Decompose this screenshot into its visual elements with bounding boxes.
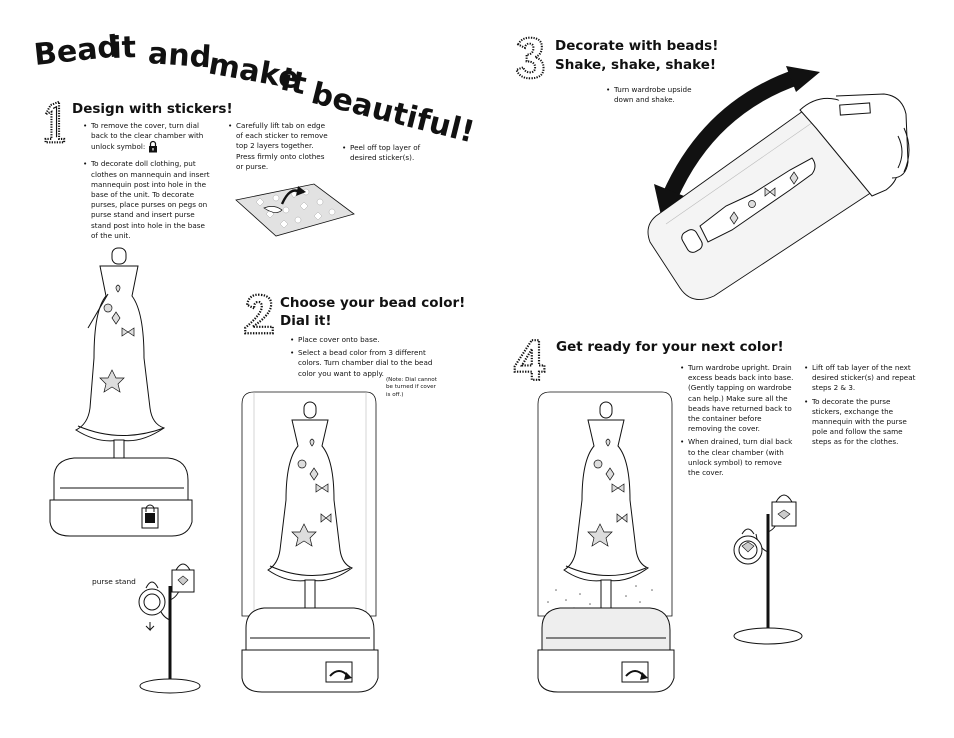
step-4-bullet-purse: To decorate the purse stickers, exchange…	[804, 397, 922, 448]
step-3-heading-line-2: Shake, shake, shake!	[555, 57, 717, 73]
step-4-instructions-col-2: Lift off tab layer of the next desired s…	[804, 363, 922, 451]
step-2-instructions: Place cover onto base. Select a bead col…	[290, 335, 440, 382]
step-2-bullet-select-color: Select a bead color from 3 different col…	[290, 348, 440, 379]
step-2-note: (Note: Dial cannot be turned if cover is…	[386, 377, 437, 398]
unlock-icon	[148, 141, 157, 153]
step-1-heading: Design with stickers!	[72, 101, 233, 117]
step-3-number-icon	[515, 36, 545, 80]
step-1-number-icon	[43, 100, 66, 144]
step-2-heading-line-1: Choose your bead color!	[280, 295, 466, 311]
step-1-bullet-remove-cover: To remove the cover, turn dial back to t…	[83, 121, 213, 153]
step-4-heading: Get ready for your next color!	[556, 339, 784, 355]
step-3-shaking-wardrobe-illustration	[647, 66, 910, 301]
step-2-bullet-cover: Place cover onto base.	[290, 335, 440, 345]
sticker-bullet-peel: Peel off top layer of desired sticker(s)…	[342, 143, 424, 163]
sticker-sheet-illustration	[235, 183, 355, 237]
step-3-instructions: Turn wardrobe upside down and shake.	[606, 85, 706, 108]
sticker-bullet-lift-tab: Carefully lift tab on edge of each stick…	[228, 121, 330, 172]
step-1-instructions: To remove the cover, turn dial back to t…	[83, 121, 213, 244]
purse-stand-label: purse stand	[92, 577, 136, 586]
step-2-heading-line-2: Dial it!	[280, 313, 332, 329]
step-1-mannequin-base-illustration	[49, 247, 193, 537]
step-3-heading-line-1: Decorate with beads!	[555, 38, 719, 54]
title-word-3: and	[147, 36, 213, 76]
step-4-instructions-col-1: Turn wardrobe upright. Drain excess bead…	[680, 363, 794, 481]
title-word-2: it	[110, 30, 137, 67]
step-4-bullet-next-sticker: Lift off tab layer of the next desired s…	[804, 363, 922, 394]
step-4-draining-wardrobe-illustration	[537, 391, 675, 693]
sticker-instructions-a: Carefully lift tab on edge of each stick…	[228, 121, 330, 175]
title-word-6: beautiful!	[308, 76, 478, 151]
step-1-bullet-decorate: To decorate doll clothing, put clothes o…	[83, 159, 213, 241]
title-word-1: Bead	[32, 29, 121, 73]
step-3-bullet-shake: Turn wardrobe upside down and shake.	[606, 85, 706, 105]
step-4-bullet-dial-back: When drained, turn dial back to the clea…	[680, 437, 794, 478]
step-2-wardrobe-illustration	[241, 391, 379, 693]
sticker-instructions-b: Peel off top layer of desired sticker(s)…	[342, 143, 424, 166]
step-1-purse-stand-illustration	[138, 563, 201, 694]
step-4-bullet-drain: Turn wardrobe upright. Drain excess bead…	[680, 363, 794, 434]
step-4-purse-stand-illustration	[733, 494, 803, 645]
step-2-number-icon	[244, 293, 274, 335]
step-4-number-icon	[513, 339, 546, 381]
